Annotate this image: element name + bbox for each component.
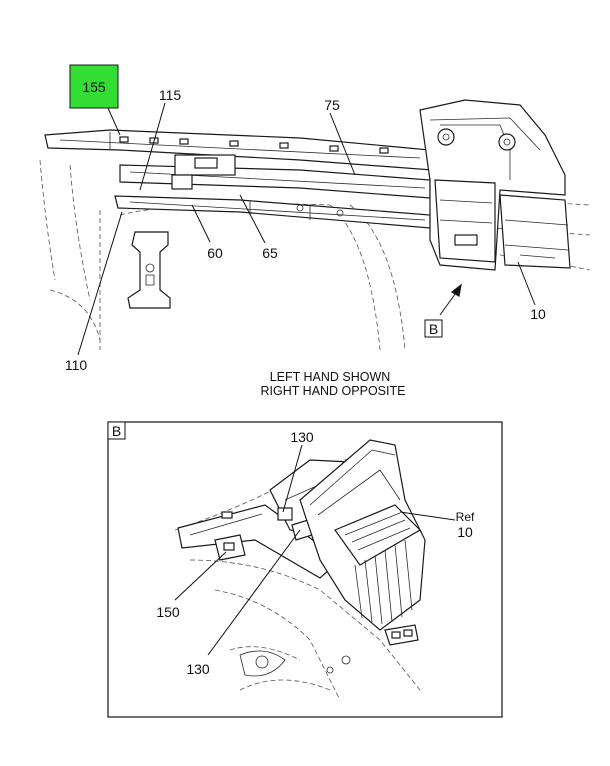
callout-155: 155 (82, 79, 106, 95)
leader-130-top (282, 444, 303, 513)
detail-label-box (107, 421, 126, 440)
callout-110: 110 (65, 357, 88, 373)
leader-10 (517, 261, 536, 306)
leader-65 (239, 194, 266, 244)
leader-150 (174, 551, 227, 601)
leader-130-bottom (207, 529, 301, 656)
leader-115 (139, 102, 166, 191)
callout-130-top: 130 (290, 429, 314, 445)
leader-155 (107, 107, 121, 136)
callout-150: 150 (156, 604, 180, 620)
leader-75 (329, 112, 356, 176)
main-view: 155 115 75 60 65 110 10 B LEFT HAND SHOW… (39, 64, 591, 398)
view-b-marker-label: B (429, 321, 438, 337)
view-b-marker-box (424, 319, 443, 338)
note-line-1: LEFT HAND SHOWN (270, 370, 391, 384)
detail-label: B (112, 423, 121, 439)
detail-view-b: B (107, 421, 503, 718)
leader-60 (191, 204, 211, 243)
callout-130-bottom: 130 (186, 661, 210, 677)
callout-ref-label: Ref (456, 510, 475, 524)
note-line-2: RIGHT HAND OPPOSITE (261, 384, 406, 398)
callout-ref-10: 10 (457, 524, 473, 540)
callout-75: 75 (324, 97, 340, 113)
leader-ref-10 (399, 511, 456, 521)
callout-60: 60 (207, 245, 223, 261)
callout-65: 65 (262, 245, 278, 261)
arrow-b-head (450, 283, 462, 297)
callout-115: 115 (159, 87, 182, 103)
callout-10: 10 (530, 306, 546, 322)
leader-110 (77, 211, 123, 356)
highlight-box-155 (69, 64, 119, 109)
